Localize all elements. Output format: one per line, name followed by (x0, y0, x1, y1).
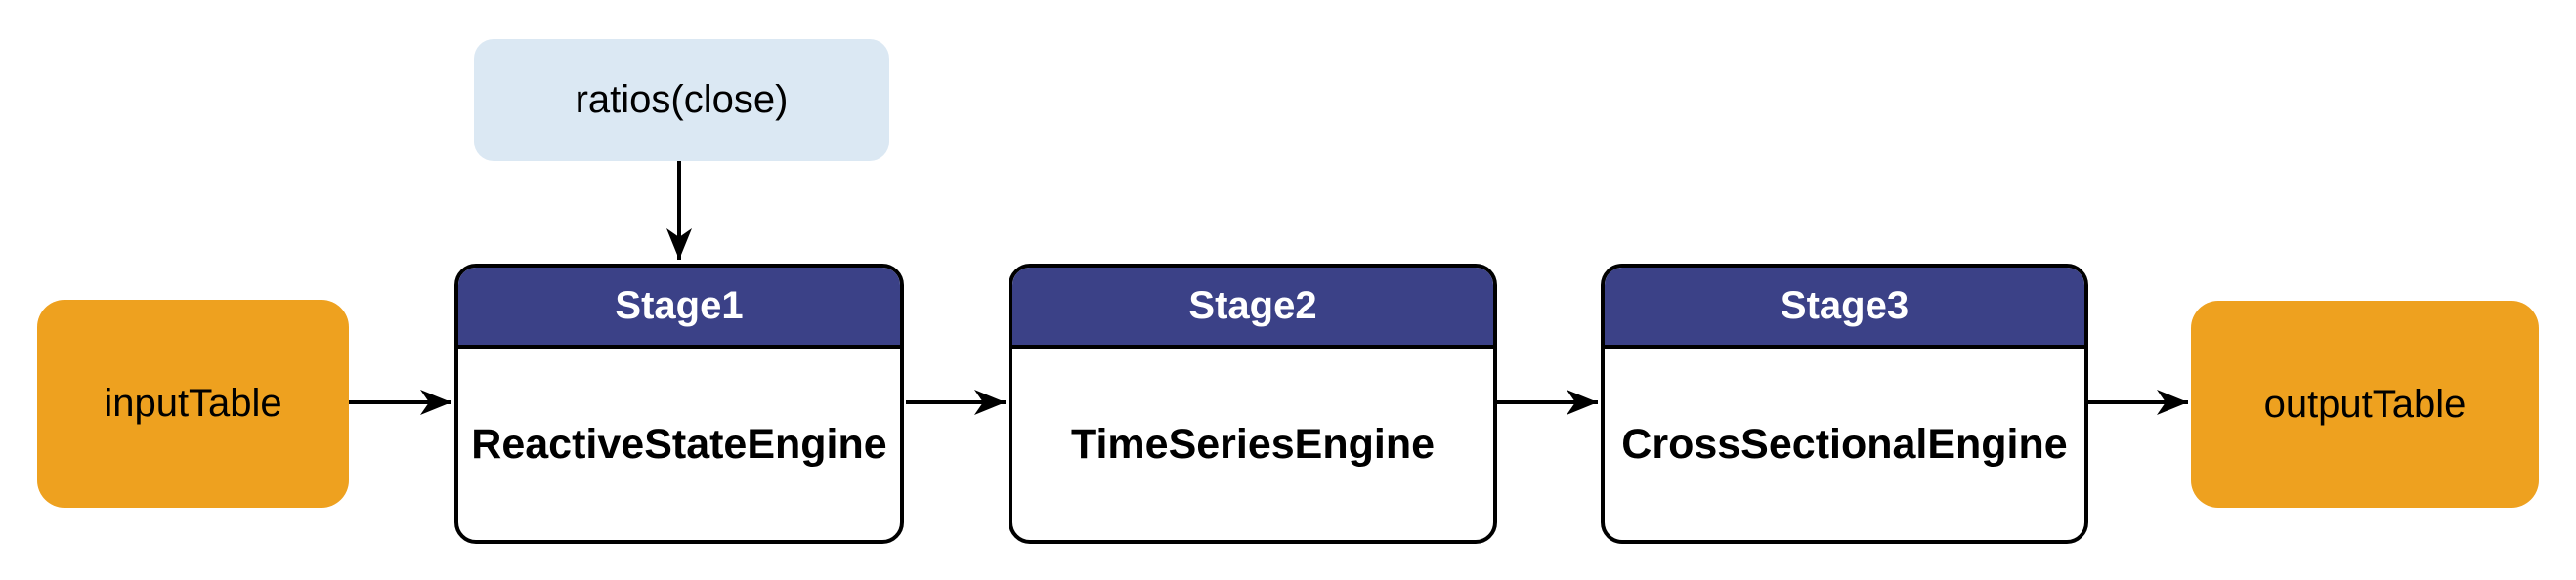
param-node-label: ratios(close) (575, 78, 789, 121)
stage1-header: Stage1 (458, 268, 900, 349)
stage2-node: Stage2 TimeSeriesEngine (1009, 264, 1497, 544)
stage1-body: ReactiveStateEngine (458, 349, 900, 540)
stage2-header: Stage2 (1012, 268, 1493, 349)
stage2-title: Stage2 (1188, 284, 1317, 327)
stage3-title: Stage3 (1780, 284, 1910, 327)
param-node-ratios: ratios(close) (474, 39, 889, 161)
stage3-engine-label: CrossSectionalEngine (1621, 420, 2068, 468)
stage2-engine-label: TimeSeriesEngine (1070, 420, 1436, 468)
stage1-engine-label: ReactiveStateEngine (471, 420, 887, 468)
output-table-node: outputTable (2191, 301, 2539, 508)
stage3-header: Stage3 (1605, 268, 2084, 349)
stage3-body: CrossSectionalEngine (1605, 349, 2084, 540)
output-table-label: outputTable (2263, 382, 2467, 426)
stage1-title: Stage1 (615, 284, 744, 327)
stage2-body: TimeSeriesEngine (1012, 349, 1493, 540)
stage1-node: Stage1 ReactiveStateEngine (454, 264, 904, 544)
stage3-node: Stage3 CrossSectionalEngine (1601, 264, 2088, 544)
input-table-label: inputTable (104, 382, 282, 425)
input-table-node: inputTable (37, 300, 349, 508)
